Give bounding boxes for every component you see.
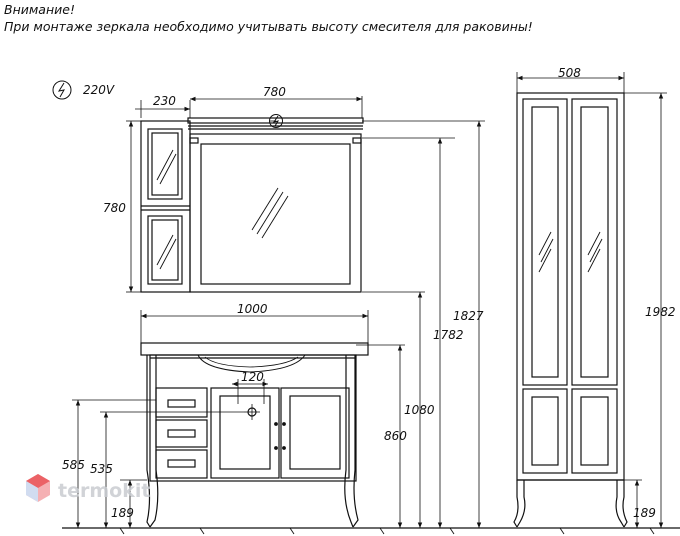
mirror-lamp	[187, 117, 364, 124]
dim-leg-height-left: 189	[111, 506, 134, 520]
dim-vanity-height: 860	[384, 429, 407, 443]
dim-faucet-spacing: 120	[241, 370, 264, 384]
dim-vanity-width: 1000	[237, 302, 268, 316]
dim-drain-height-1: 585	[62, 458, 85, 472]
dim-leg-height-right: 189	[633, 506, 656, 520]
column-cabinet	[513, 92, 628, 528]
power-outlet-icon	[52, 80, 72, 100]
voltage-label: 220V	[83, 83, 115, 97]
mirror-frame	[189, 133, 362, 293]
lamp-power-icon	[269, 114, 283, 128]
vanity-body	[149, 354, 357, 482]
watermark-logo: termokit	[26, 474, 150, 502]
dimension-lines	[72, 72, 667, 528]
countertop	[140, 342, 369, 356]
dim-cabinet-width: 230	[153, 94, 176, 108]
dim-mirror-bottom: 1080	[404, 403, 435, 417]
dim-drain-height-2: 535	[90, 462, 113, 476]
dim-lamp-top: 1827	[453, 309, 484, 323]
dim-mirror-top: 1782	[433, 328, 464, 342]
dim-mirror-height: 780	[103, 201, 126, 215]
dim-column-width: 508	[558, 66, 581, 80]
warning-text: При монтаже зеркала необходимо учитывать…	[4, 19, 533, 34]
watermark-text: termokit	[58, 480, 150, 502]
warning-title: Внимание!	[4, 2, 75, 17]
dim-column-height: 1982	[645, 305, 676, 319]
vanity-unit	[140, 342, 369, 528]
dim-mirror-width: 780	[263, 85, 286, 99]
mirror-assembly	[140, 117, 364, 293]
